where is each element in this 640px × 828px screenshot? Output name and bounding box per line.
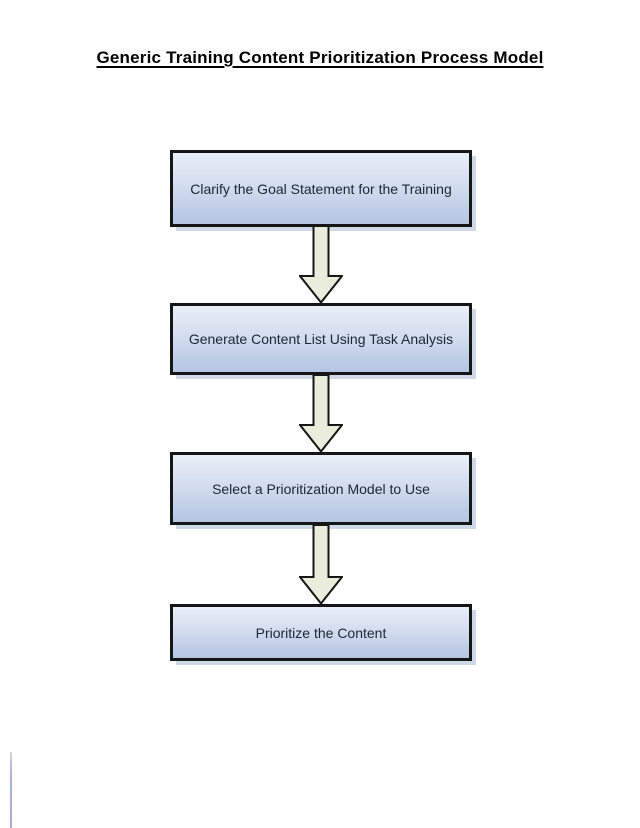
flow-step-label: Clarify the Goal Statement for the Train… (190, 180, 452, 197)
flow-step-label: Generate Content List Using Task Analysi… (188, 331, 454, 347)
page-title: Generic Training Content Prioritization … (96, 48, 544, 67)
flow-step-label: Prioritize the Content (255, 624, 387, 641)
flow-step-label: Select a Prioritization Model to Use (212, 480, 430, 497)
flow-step-clarify-goal: Clarify the Goal Statement for the Train… (170, 150, 472, 227)
down-block-arrow-icon (299, 524, 343, 605)
flow-step-select-model: Select a Prioritization Model to Use (170, 452, 472, 525)
flow-step-prioritize-content: Prioritize the Content (170, 604, 472, 661)
down-block-arrow-icon (299, 225, 343, 304)
down-block-arrow-icon (299, 374, 343, 453)
page-edge-line (10, 752, 12, 828)
flow-step-generate-content-list: Generate Content List Using Task Analysi… (170, 303, 472, 375)
